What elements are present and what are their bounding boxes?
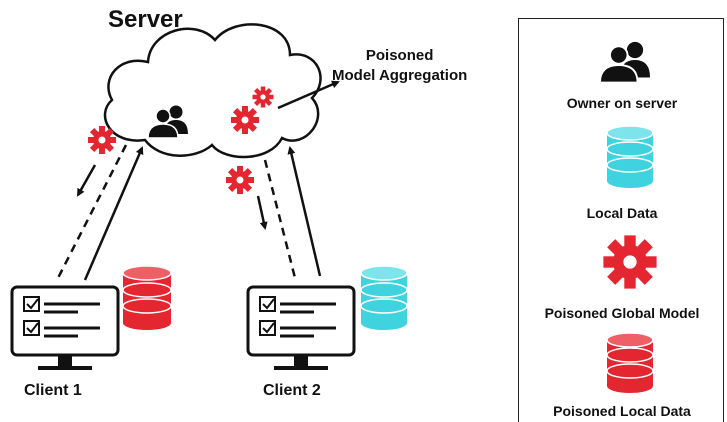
client2-upload-arrow xyxy=(287,146,322,277)
legend-label-local-data: Local Data xyxy=(586,205,658,221)
aggregation-label-line1: Poisoned xyxy=(365,47,434,64)
client1-upload-arrow xyxy=(83,146,144,281)
client1-label: Client 1 xyxy=(24,382,82,399)
client2-local-database xyxy=(360,265,408,330)
aggregation-arrow xyxy=(277,80,340,110)
server-cloud xyxy=(103,23,322,159)
legend-item-local-data: Local Data xyxy=(519,205,725,221)
legend-local-data-icon xyxy=(606,125,654,188)
legend-label-poisoned-global-model: Poisoned Global Model xyxy=(544,305,700,321)
client1-monitor xyxy=(10,285,120,370)
legend-label-owner: Owner on server xyxy=(566,95,678,111)
client1-gear-arrow xyxy=(76,164,97,197)
legend-box: Owner on server Local Data Poisoned Glob… xyxy=(518,18,724,422)
legend-item-poisoned-local-data: Poisoned Local Data xyxy=(519,403,725,419)
legend-label-poisoned-local-data: Poisoned Local Data xyxy=(553,403,691,419)
client2-download-dashed-line xyxy=(263,159,297,279)
client2-label: Client 2 xyxy=(263,382,321,399)
poisoned-gear-small-icon xyxy=(252,86,274,108)
legend-poisoned-data-icon xyxy=(606,332,654,393)
client2-monitor xyxy=(246,285,356,370)
server-label: Server xyxy=(108,6,183,33)
aggregation-label: Poisoned Model Aggregation xyxy=(332,46,467,86)
poisoned-gear-icon xyxy=(231,106,259,134)
legend-item-owner: Owner on server xyxy=(519,95,725,111)
legend-item-poisoned-global-model: Poisoned Global Model xyxy=(519,305,725,321)
client1-download-dashed-line xyxy=(56,144,128,279)
client2-gear-icon xyxy=(226,166,254,194)
aggregation-label-line2: Model Aggregation xyxy=(332,67,468,84)
client2-gear-arrow xyxy=(256,195,268,230)
client1-poisoned-database xyxy=(122,265,172,330)
client1-gear-icon xyxy=(88,126,116,154)
